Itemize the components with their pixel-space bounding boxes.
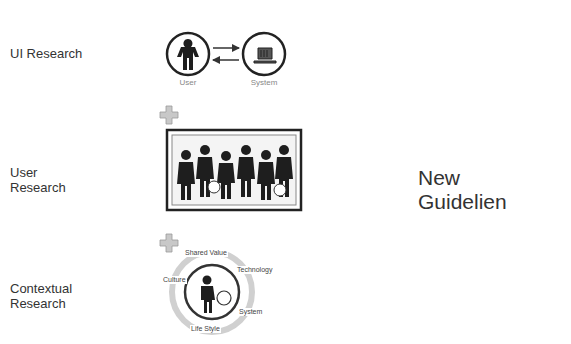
- node-caption: User: [164, 78, 212, 87]
- people-group: [167, 130, 301, 210]
- context-circle: [172, 252, 252, 332]
- interaction-arrow: [213, 59, 239, 61]
- section-label: UI Research: [10, 47, 100, 62]
- context-label: Shared Value: [184, 249, 228, 257]
- context-label: System: [238, 308, 263, 316]
- context-label: Technology: [236, 266, 273, 274]
- node-caption: System: [240, 78, 288, 87]
- section-label: Contextual Research: [10, 282, 86, 312]
- entity-node: System: [240, 31, 288, 87]
- entity-node: User: [164, 31, 212, 87]
- interaction-arrow: [213, 47, 239, 49]
- context-label: Life Style: [190, 325, 221, 333]
- user-circle: [164, 31, 212, 77]
- section-label: New Guidelien: [418, 166, 518, 214]
- section-label: User Research: [10, 166, 72, 196]
- context-label: Culture: [162, 276, 187, 284]
- system-circle: [240, 31, 288, 77]
